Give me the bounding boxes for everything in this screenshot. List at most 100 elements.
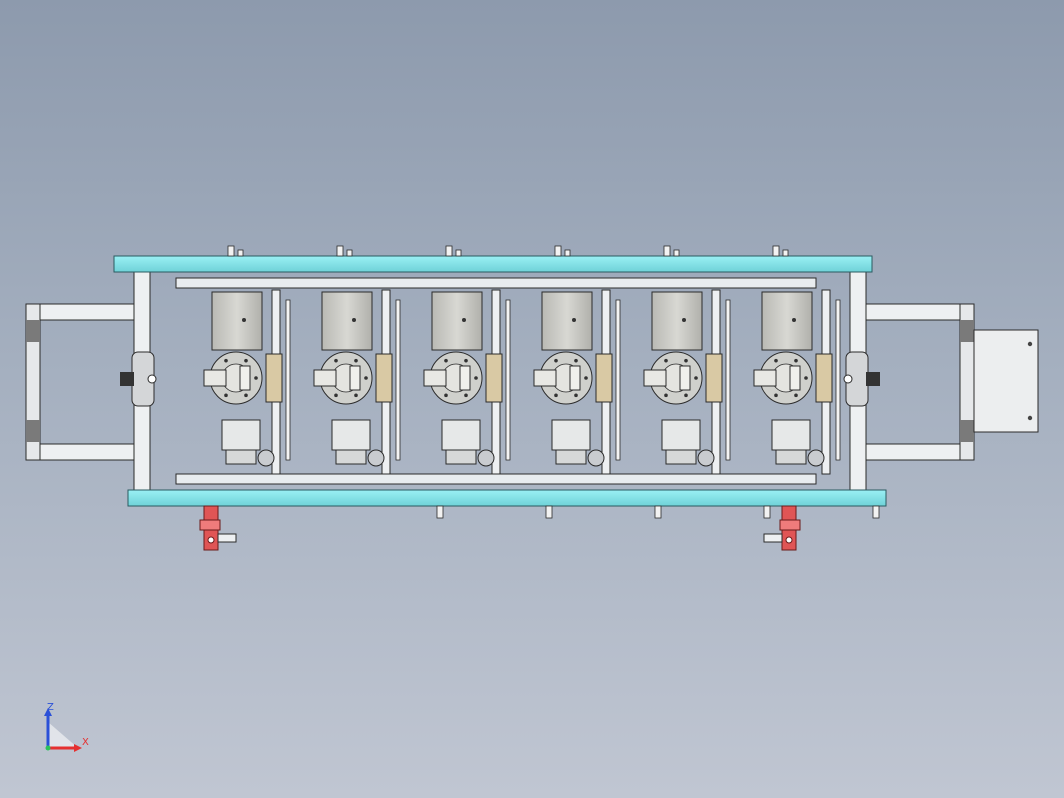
motor-screw xyxy=(462,318,466,322)
pneumatic-cylinder xyxy=(551,419,591,451)
top-bolt xyxy=(445,245,453,257)
valve-fitting xyxy=(587,449,605,467)
disc-bolt xyxy=(224,393,228,398)
disc-bolt xyxy=(244,358,248,363)
top-bolt-nut xyxy=(673,249,680,257)
disc-bolt xyxy=(694,376,698,380)
disc-bolt xyxy=(464,358,468,363)
valve-fitting xyxy=(257,449,275,467)
disc-bolt xyxy=(334,393,338,398)
bottom-bolt xyxy=(654,505,662,519)
disc-bolt xyxy=(474,376,478,380)
top-bolt-nut xyxy=(455,249,462,257)
motor-block xyxy=(321,291,373,351)
valve-fitting xyxy=(697,449,715,467)
drive-box xyxy=(973,329,1039,433)
stations-group xyxy=(203,289,841,475)
pneumatic-cylinder xyxy=(441,419,481,451)
disc-bolt xyxy=(224,358,228,363)
motor-screw xyxy=(352,318,356,322)
top-bolt-nut xyxy=(237,249,244,257)
side-bracket xyxy=(705,353,723,403)
cylinder-base xyxy=(225,449,257,465)
bottom-bolt xyxy=(872,505,880,519)
motor-block xyxy=(651,291,703,351)
station-module[interactable] xyxy=(203,289,291,475)
side-bracket xyxy=(595,353,613,403)
valve-fitting xyxy=(367,449,385,467)
disc-bolt xyxy=(804,376,808,380)
guide-rod xyxy=(615,299,621,461)
side-bracket xyxy=(265,353,283,403)
gripper-jaw xyxy=(313,369,337,387)
disc-bolt xyxy=(444,393,448,398)
gripper-jaw xyxy=(423,369,447,387)
gripper-jaw xyxy=(533,369,557,387)
side-bracket xyxy=(815,353,833,403)
motor-block xyxy=(761,291,813,351)
bottom-bolt xyxy=(545,505,553,519)
disc-bolt xyxy=(794,358,798,363)
motor-block xyxy=(211,291,263,351)
station-module[interactable] xyxy=(753,289,841,475)
right-toggle-clamp[interactable] xyxy=(763,505,801,551)
disc-bolt xyxy=(554,358,558,363)
gripper-finger xyxy=(239,365,251,391)
gripper-finger xyxy=(789,365,801,391)
disc-bolt xyxy=(664,358,668,363)
guide-rod xyxy=(285,299,291,461)
gripper-jaw xyxy=(203,369,227,387)
disc-bolt xyxy=(664,393,668,398)
station-module[interactable] xyxy=(643,289,731,475)
pneumatic-cylinder xyxy=(661,419,701,451)
top-bolt-nut xyxy=(564,249,571,257)
disc-bolt xyxy=(364,376,368,380)
cylinder-base xyxy=(445,449,477,465)
station-module[interactable] xyxy=(313,289,401,475)
valve-fitting xyxy=(477,449,495,467)
disc-bolt xyxy=(444,358,448,363)
valve-fitting xyxy=(807,449,825,467)
motor-block xyxy=(541,291,593,351)
disc-bolt xyxy=(574,358,578,363)
disc-bolt xyxy=(464,393,468,398)
disc-bolt xyxy=(794,393,798,398)
cylinder-base xyxy=(335,449,367,465)
disc-bolt xyxy=(554,393,558,398)
station-module[interactable] xyxy=(423,289,511,475)
cylinder-base xyxy=(555,449,587,465)
top-bolt xyxy=(227,245,235,257)
disc-bolt xyxy=(774,393,778,398)
left-toggle-clamp[interactable] xyxy=(199,505,237,551)
left-knob xyxy=(120,351,157,407)
disc-bolt xyxy=(774,358,778,363)
guide-rod xyxy=(835,299,841,461)
motor-screw xyxy=(242,318,246,322)
gripper-jaw xyxy=(643,369,667,387)
bottom-bolt xyxy=(436,505,444,519)
pneumatic-cylinder xyxy=(331,419,371,451)
disc-bolt xyxy=(244,393,248,398)
guide-rod xyxy=(505,299,511,461)
disc-bolt xyxy=(254,376,258,380)
disc-bolt xyxy=(334,358,338,363)
top-bolt-nut xyxy=(346,249,353,257)
gripper-finger xyxy=(679,365,691,391)
right-handle xyxy=(861,303,975,461)
guide-rod xyxy=(395,299,401,461)
station-module[interactable] xyxy=(533,289,621,475)
side-bracket xyxy=(485,353,503,403)
pneumatic-cylinder xyxy=(771,419,811,451)
cylinder-base xyxy=(665,449,697,465)
disc-bolt xyxy=(584,376,588,380)
pneumatic-cylinder xyxy=(221,419,261,451)
top-bolt xyxy=(336,245,344,257)
guide-rod xyxy=(725,299,731,461)
gripper-jaw xyxy=(753,369,777,387)
bottom-plate xyxy=(127,489,887,507)
top-plate xyxy=(113,255,873,273)
bottom-bolt xyxy=(763,505,771,519)
gripper-finger xyxy=(349,365,361,391)
